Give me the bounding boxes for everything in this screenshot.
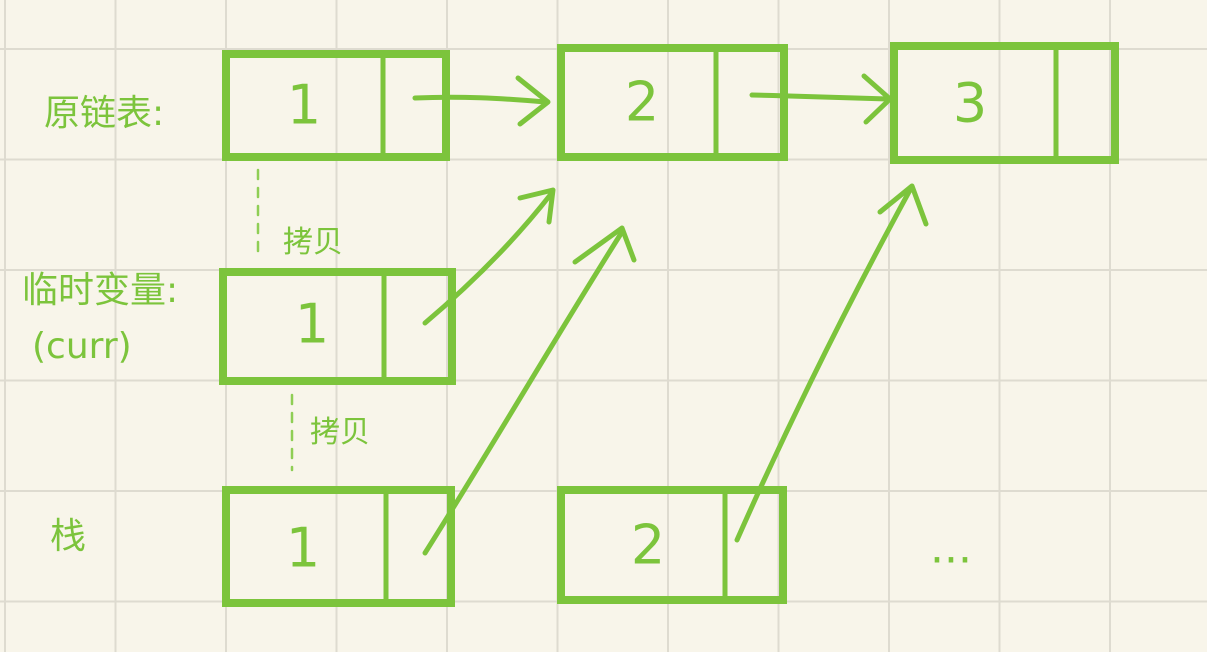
label-temp-var: 临时变量: xyxy=(22,270,178,311)
node-value: 1 xyxy=(295,293,329,356)
arrow-stack2-to-node3 xyxy=(734,187,913,543)
node-box xyxy=(890,42,1119,164)
label-temp-var-name: (curr) xyxy=(32,326,132,367)
arrowhead xyxy=(515,75,551,127)
node-box xyxy=(557,486,787,604)
list-node-2: 2 xyxy=(557,44,788,161)
node-value: 2 xyxy=(631,514,665,577)
node-box xyxy=(222,50,450,161)
list-node-3: 3 xyxy=(890,42,1119,164)
arrow-node2-to-node3 xyxy=(749,92,891,102)
arrowhead xyxy=(517,187,556,225)
node-box xyxy=(219,268,456,385)
arrowhead xyxy=(572,225,637,265)
node-value: 1 xyxy=(286,517,320,580)
copy-label-1: 拷贝 xyxy=(283,225,343,260)
ellipsis: ... xyxy=(930,523,972,574)
node-box xyxy=(557,44,788,161)
node-value: 2 xyxy=(625,71,659,134)
label-stack: 栈 xyxy=(50,516,86,557)
list-node-1: 1 xyxy=(222,50,450,161)
node-value: 1 xyxy=(287,74,321,137)
copy-label-2: 拷贝 xyxy=(310,415,370,450)
stack-node-2: 2 xyxy=(557,486,787,604)
temp-node: 1 xyxy=(219,268,456,385)
arrowhead xyxy=(861,73,893,125)
arrowhead xyxy=(877,183,929,227)
stack-node-1: 1 xyxy=(222,486,455,607)
arrow-node1-to-node2 xyxy=(412,94,548,105)
label-original-list: 原链表: xyxy=(44,93,164,134)
node-value: 3 xyxy=(953,72,987,135)
node-box xyxy=(222,486,455,607)
arrow-temp-to-node2 xyxy=(422,191,554,326)
arrow-stack1-to-node2 xyxy=(422,229,625,556)
